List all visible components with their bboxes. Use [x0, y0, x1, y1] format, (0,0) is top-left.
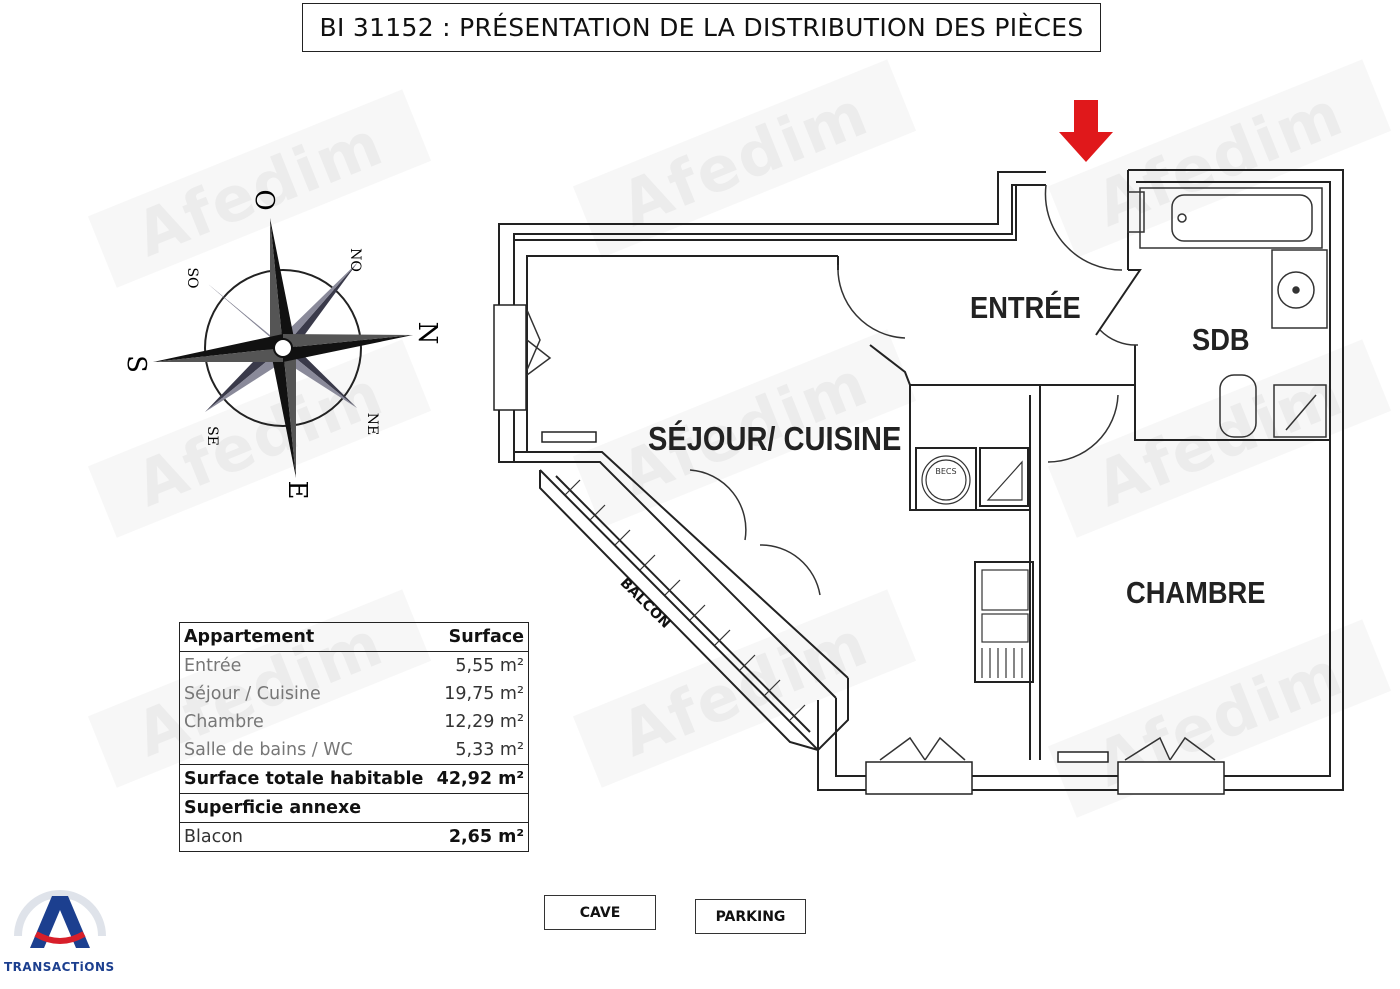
compass-no-label: NO: [347, 248, 363, 272]
table-header-row: Appartement Surface: [179, 622, 530, 652]
logo-text: TRANSACTiONS: [4, 960, 115, 974]
table-total-row: Surface totale habitable 42,92 m²: [179, 764, 530, 794]
balcony-grid: [564, 479, 806, 721]
becs-label: BECS: [935, 467, 956, 476]
room-label-entree: ENTRÉE: [970, 290, 1081, 325]
room-label-sejour: SÉJOUR/ CUISINE: [648, 420, 902, 457]
table-total-value: 42,92 m²: [431, 764, 530, 794]
table-cell-label: Chambre: [179, 708, 432, 736]
table-total-label: Surface totale habitable: [179, 764, 432, 794]
table-annex-label: Blacon: [179, 822, 432, 852]
windows: [493, 304, 1225, 795]
table-row: Séjour / Cuisine 19,75 m²: [179, 680, 530, 708]
room-label-chambre: CHAMBRE: [1126, 575, 1266, 610]
compass-ne-label: NE: [364, 413, 380, 435]
room-label-sdb: SDB: [1192, 322, 1250, 357]
table-annex-header-row: Superficie annexe: [179, 793, 529, 823]
compass-e-label: E: [282, 481, 312, 500]
logo-icon: [14, 890, 106, 948]
table-header-value: Surface: [431, 622, 530, 652]
compass-rose-icon: [153, 218, 413, 478]
table-annex-row: Blacon 2,65 m²: [179, 822, 530, 852]
table-cell-value: 12,29 m²: [431, 708, 530, 736]
compass-n-label: N: [412, 322, 442, 345]
surface-table: Appartement Surface Entrée 5,55 m² Séjou…: [179, 622, 530, 852]
walls: [498, 169, 1344, 791]
afedim-transactions-logo: TRANSACTiONS: [4, 876, 116, 980]
table-cell-label: Séjour / Cuisine: [179, 680, 432, 708]
table-header-label: Appartement: [179, 622, 432, 652]
compass-s-label: S: [121, 355, 151, 373]
parking-button[interactable]: PARKING: [695, 899, 806, 934]
table-row: Entrée 5,55 m²: [179, 651, 530, 680]
bathroom-fixtures: [1127, 187, 1328, 438]
table-cell-value: 5,55 m²: [431, 651, 530, 680]
table-cell-label: Entrée: [179, 651, 432, 680]
table-row: Chambre 12,29 m²: [179, 708, 530, 736]
table-cell-label: Salle de bains / WC: [179, 736, 432, 765]
entrance-arrow-icon: [1059, 100, 1113, 162]
interior-walls: [837, 170, 1330, 760]
table-row: Salle de bains / WC 5,33 m²: [179, 736, 530, 765]
compass-se-label: SE: [204, 426, 220, 446]
compass-so-label: SO: [184, 267, 200, 288]
table-annex-value: 2,65 m²: [431, 822, 530, 852]
table-annex-header: Superficie annexe: [179, 793, 529, 823]
compass-o-label: O: [249, 189, 279, 210]
cave-button[interactable]: CAVE: [544, 895, 656, 930]
doors: [526, 184, 1216, 761]
kitchen-fixtures: [921, 455, 1029, 678]
table-cell-value: 19,75 m²: [431, 680, 530, 708]
table-cell-value: 5,33 m²: [431, 736, 530, 765]
page-title: BI 31152 : PRÉSENTATION DE LA DISTRIBUTI…: [302, 3, 1101, 52]
